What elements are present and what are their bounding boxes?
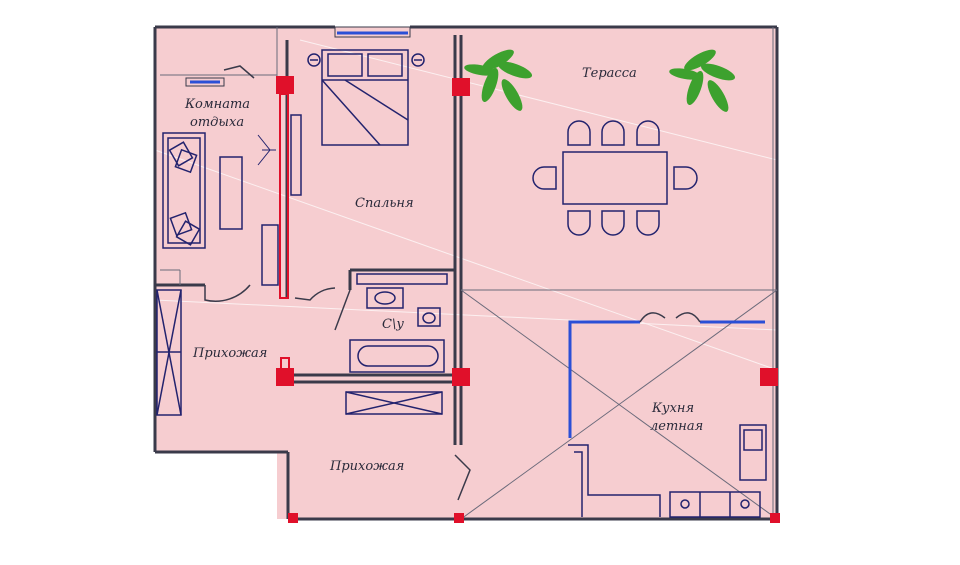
doors [204,65,471,501]
label-kitchen-line1: Кухня [651,401,694,416]
label-bathroom: С\у [382,317,404,332]
label-kitchen-line2: летная [650,419,703,434]
kitchen-fixtures [568,424,767,518]
sofa [162,132,206,249]
bathroom-fixtures [349,273,448,373]
plant-right [669,49,736,112]
sliding-partition [279,93,290,371]
guide-lines [160,27,778,520]
coffee-table [219,156,243,230]
window-frames [185,26,411,87]
windows [190,31,408,84]
label-lounge-line1: Комната [184,97,250,112]
label-hallway-left: Прихожая [192,346,267,361]
kitchen-door [639,312,701,323]
label-terrace: Терасса [582,66,637,81]
dining-table [532,120,698,236]
label-bedroom: Спальня [355,196,414,211]
lamp [257,134,276,166]
floor-shading [154,39,778,371]
wardrobe [290,114,302,196]
kitchen-walls [568,320,765,438]
label-lounge-line2: отдыха [190,115,244,130]
floor-area [155,27,777,519]
hallway-furniture [156,224,443,416]
plant-left [464,49,533,111]
label-hallway-bottom: Прихожая [329,459,404,474]
bed [307,49,425,146]
columns [276,76,780,523]
